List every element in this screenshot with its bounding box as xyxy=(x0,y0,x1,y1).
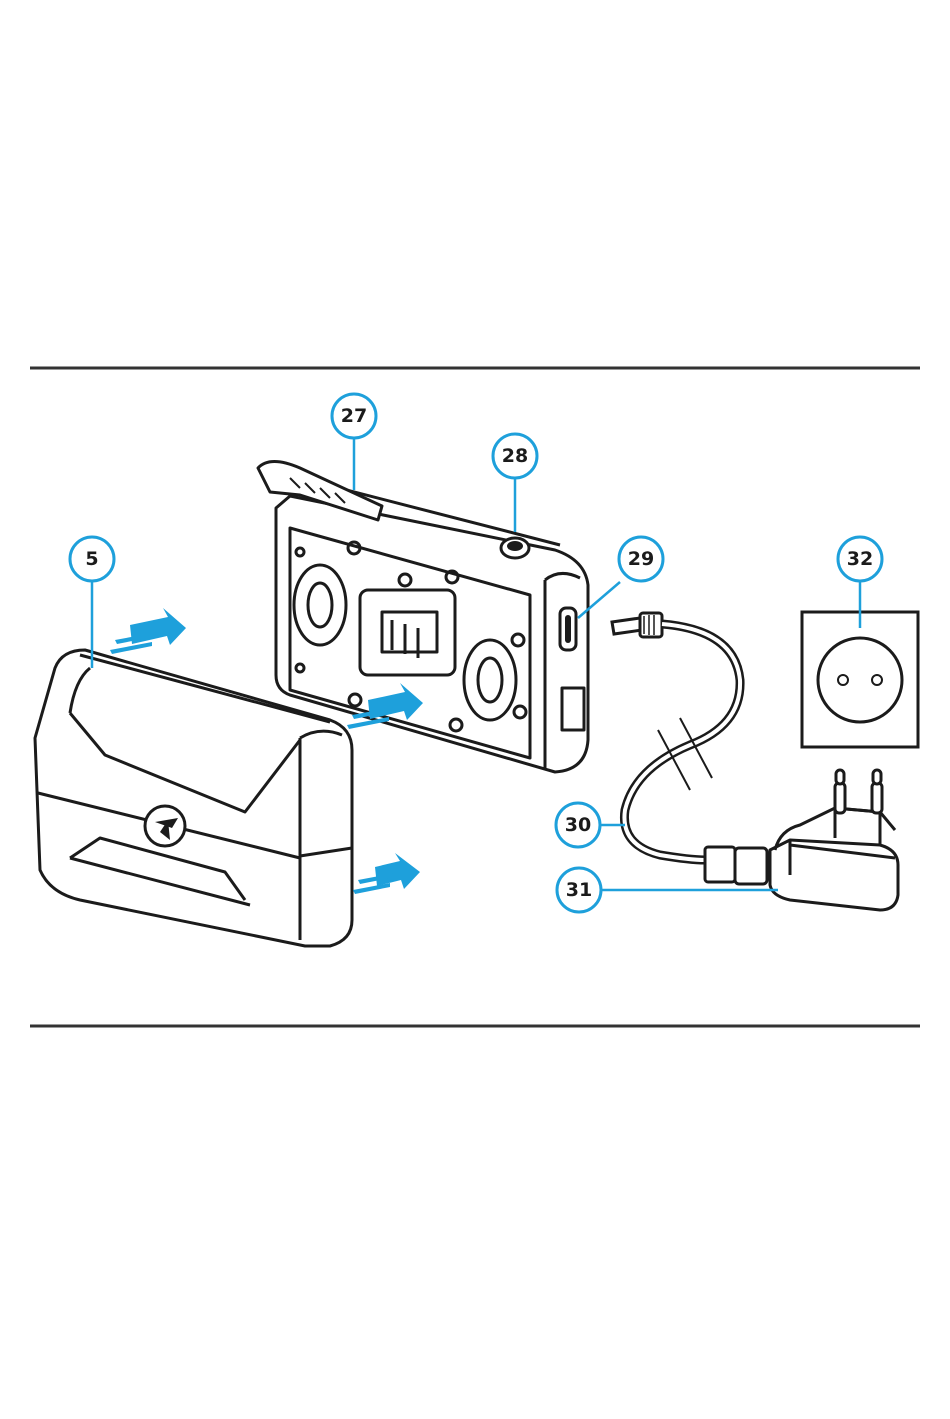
svg-text:30: 30 xyxy=(565,814,591,836)
svg-text:5: 5 xyxy=(85,548,98,570)
svg-text:32: 32 xyxy=(847,548,873,570)
callout-28: 28 xyxy=(493,434,537,478)
power-adapter xyxy=(770,770,898,910)
callout-29: 29 xyxy=(619,537,663,581)
callout-32: 32 xyxy=(838,537,882,581)
usb-cable xyxy=(612,613,767,884)
arrow-icon xyxy=(375,853,420,889)
svg-text:28: 28 xyxy=(502,445,528,467)
svg-text:29: 29 xyxy=(628,548,654,570)
svg-text:27: 27 xyxy=(341,405,367,427)
svg-text:31: 31 xyxy=(566,879,592,901)
callout-31: 31 xyxy=(557,868,601,912)
callout-30: 30 xyxy=(556,803,600,847)
wall-socket xyxy=(802,612,918,747)
callout-27: 27 xyxy=(332,394,376,438)
callout-5: 5 xyxy=(70,537,114,581)
